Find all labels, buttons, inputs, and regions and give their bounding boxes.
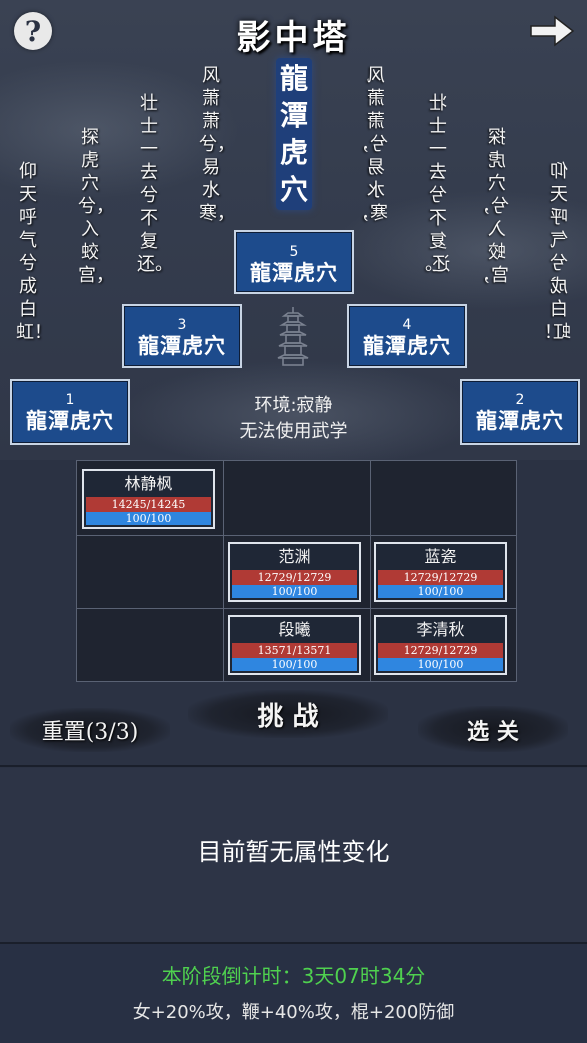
environment-label: 环境:寂静 <box>254 395 333 416</box>
stage-button-2[interactable]: 2 龍潭虎穴 <box>460 379 580 445</box>
tower-vertical-title: 龍潭虎穴 <box>276 58 312 210</box>
stage-name: 龍潭虎穴 <box>26 408 114 433</box>
unit-hp-bar: 12729/12729 <box>378 643 503 658</box>
brush-stroke-decoration <box>10 708 170 752</box>
challenge-button[interactable]: 挑 战 <box>257 702 319 732</box>
poem-column-mirrored: 风萧萧兮，易水寒， <box>352 65 388 224</box>
stage-name: 龍潭虎穴 <box>138 333 226 358</box>
unit-mp-bar: 100/100 <box>86 512 211 525</box>
unit-card[interactable]: 蓝瓷 12729/12729 100/100 <box>374 542 507 602</box>
stage-number: 3 <box>177 317 187 333</box>
unit-hp-bar: 14245/14245 <box>86 497 211 512</box>
poem-column: 壮士一去兮不复还。 <box>137 93 173 275</box>
unit-name: 段曦 <box>278 620 311 639</box>
page-title: 影中塔 <box>236 18 351 58</box>
section-divider <box>0 765 587 767</box>
mist-decoration <box>120 360 480 460</box>
unit-mp-bar: 100/100 <box>378 658 503 671</box>
footer-panel <box>0 944 587 1043</box>
unit-hp-bar: 13571/13571 <box>232 643 357 658</box>
poem-column: 探虎穴兮，入蛟宫， <box>78 127 114 286</box>
stage-button-5[interactable]: 5 龍潭虎穴 <box>234 230 354 294</box>
stage-number: 1 <box>65 392 75 408</box>
stage-number: 2 <box>515 392 525 408</box>
help-button[interactable]: ? <box>14 12 52 50</box>
formation-grid: 林静枫 14245/14245 100/100 范渊 12729/12729 1… <box>76 460 517 682</box>
stage-button-1[interactable]: 1 龍潭虎穴 <box>10 379 130 445</box>
stage-countdown: 本阶段倒计时：3天07时34分 <box>161 964 426 988</box>
stage-number: 4 <box>402 317 412 333</box>
unit-mp-bar: 100/100 <box>378 585 503 598</box>
brush-stroke-decoration <box>188 690 388 738</box>
stage-name: 龍潭虎穴 <box>363 333 451 358</box>
unit-hp-bar: 12729/12729 <box>378 570 503 585</box>
unit-card[interactable]: 李清秋 12729/12729 100/100 <box>374 615 507 675</box>
unit-name: 蓝瓷 <box>424 547 457 566</box>
brush-stroke-decoration <box>418 706 568 752</box>
pagoda-icon <box>277 307 309 366</box>
poem-column: 风萧萧兮，易水寒， <box>199 65 235 224</box>
unit-name: 林静枫 <box>124 474 173 493</box>
grid-divider <box>77 608 516 609</box>
unit-mp-bar: 100/100 <box>232 585 357 598</box>
arrow-right-icon[interactable] <box>527 14 577 48</box>
stage-number: 5 <box>289 244 299 260</box>
unit-hp-bar: 12729/12729 <box>232 570 357 585</box>
unit-name: 范渊 <box>278 547 311 566</box>
poem-column-mirrored: 壮士一去兮不复还。 <box>414 93 450 275</box>
stage-button-3[interactable]: 3 龍潭虎穴 <box>122 304 242 368</box>
attribute-status: 目前暂无属性变化 <box>197 838 390 866</box>
unit-card[interactable]: 林静枫 14245/14245 100/100 <box>82 469 215 529</box>
mist-decoration <box>330 190 587 310</box>
select-stage-button[interactable]: 选 关 <box>467 719 519 745</box>
mist-decoration <box>0 60 240 200</box>
reset-button[interactable]: 重置(3/3) <box>41 720 139 745</box>
environment-effect: 无法使用武学 <box>239 421 348 442</box>
section-divider <box>0 942 587 944</box>
grid-divider <box>223 461 224 681</box>
poem-column-mirrored: 探虎穴兮，入蛟宫， <box>473 127 509 286</box>
unit-name: 李清秋 <box>416 620 465 639</box>
stage-bonus: 女+20%攻，鞭+40%攻，棍+200防御 <box>132 1002 455 1023</box>
unit-card[interactable]: 范渊 12729/12729 100/100 <box>228 542 361 602</box>
unit-mp-bar: 100/100 <box>232 658 357 671</box>
stage-button-4[interactable]: 4 龍潭虎穴 <box>347 304 467 368</box>
attribute-panel <box>0 768 587 942</box>
poem-column-mirrored: 仰天呼气兮成白虹！ <box>535 161 571 343</box>
unit-card[interactable]: 段曦 13571/13571 100/100 <box>228 615 361 675</box>
question-mark-icon: ? <box>24 14 42 48</box>
grid-divider <box>370 461 371 681</box>
poem-column: 仰天呼气兮成白虹！ <box>16 161 52 343</box>
stage-name: 龍潭虎穴 <box>250 260 338 285</box>
grid-divider <box>77 535 516 536</box>
stage-name: 龍潭虎穴 <box>476 408 564 433</box>
